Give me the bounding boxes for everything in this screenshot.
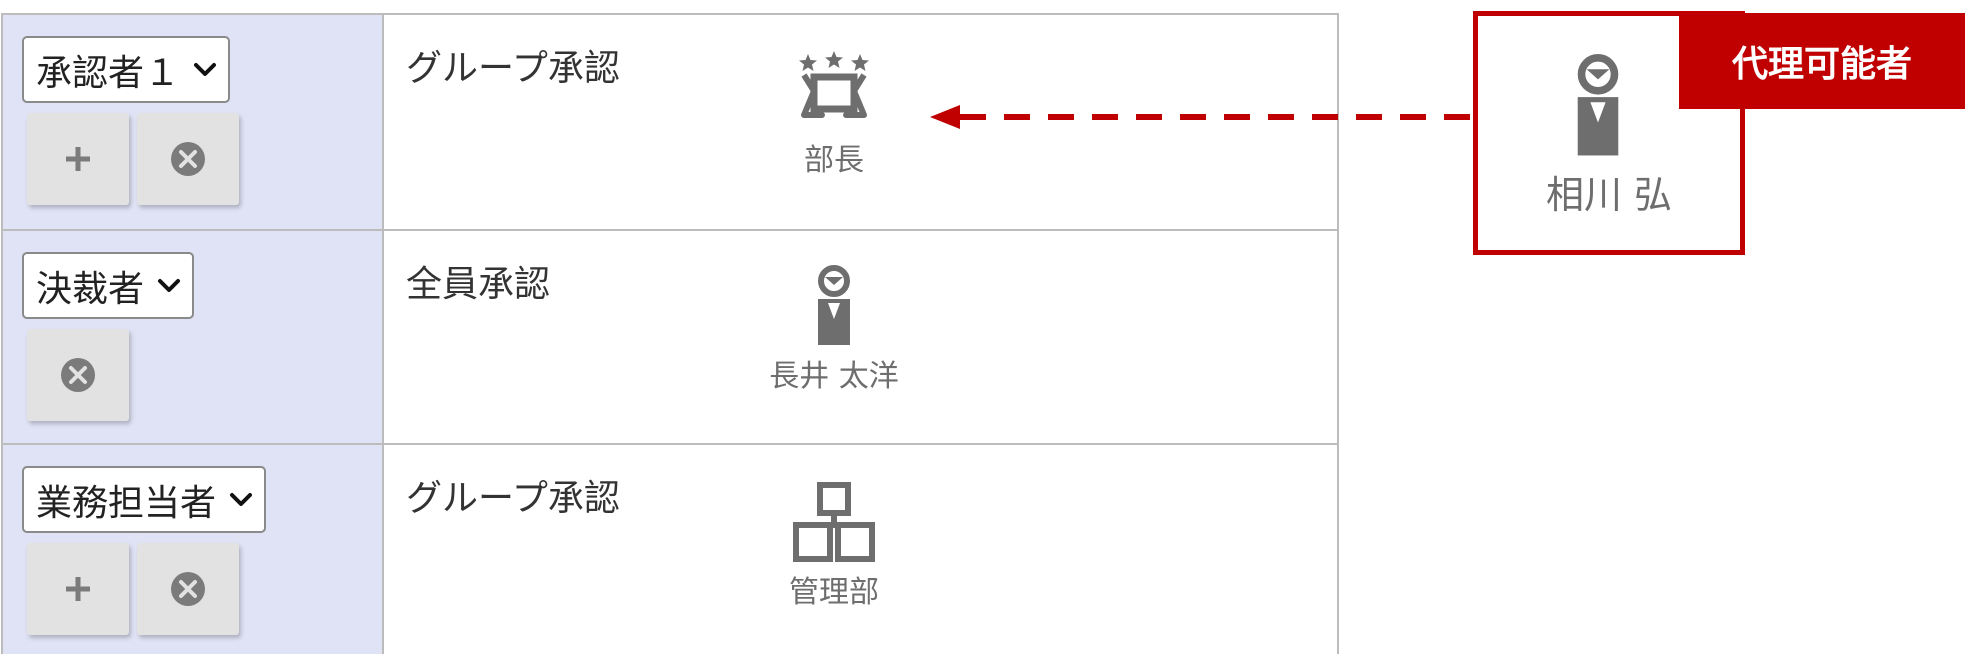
- remove-step-button[interactable]: [137, 113, 239, 205]
- remove-step-button[interactable]: [137, 543, 239, 635]
- role-select[interactable]: 決裁者: [22, 252, 195, 319]
- approver-name: 管理部: [789, 575, 879, 610]
- remove-step-button[interactable]: [27, 329, 129, 421]
- proxy-arrow: [930, 105, 1473, 129]
- approval-type-label: 全員承認: [406, 264, 551, 305]
- chevron-down-icon: [194, 62, 217, 76]
- role-select-value: 承認者１: [36, 52, 181, 94]
- approval-step-row: 承認者１ グループ承認: [3, 15, 1337, 229]
- add-approver-button[interactable]: [27, 543, 129, 635]
- approval-route-table: 承認者１ グループ承認: [1, 13, 1339, 654]
- approver-item[interactable]: 管理部: [764, 481, 904, 611]
- role-cell: 業務担当者: [3, 445, 384, 654]
- role-cell: 承認者１: [3, 15, 384, 229]
- role-select[interactable]: 承認者１: [22, 36, 231, 103]
- close-circle-icon: [61, 358, 95, 392]
- close-circle-icon: [171, 142, 205, 176]
- close-circle-icon: [171, 572, 205, 606]
- person-icon: [1577, 54, 1619, 156]
- proxy-approver-box[interactable]: 相川 弘: [1473, 11, 1745, 255]
- role-cell: 決裁者: [3, 231, 384, 443]
- approver-cell: グループ承認 管理部: [384, 445, 1337, 654]
- chevron-down-icon: [158, 278, 181, 292]
- approval-type-label: グループ承認: [406, 478, 620, 519]
- approval-step-row: 決裁者 全員承認 長井 太洋: [3, 229, 1337, 443]
- approver-cell: 全員承認 長井 太洋: [384, 231, 1337, 443]
- role-select-value: 決裁者: [36, 268, 145, 310]
- approver-item[interactable]: 長井 太洋: [764, 265, 904, 395]
- approver-name: 部長: [804, 143, 864, 178]
- role-select-value: 業務担当者: [36, 482, 217, 524]
- approver-cell: グループ承認 部長: [384, 15, 1337, 229]
- organization-icon: [793, 482, 875, 562]
- person-icon: [818, 265, 850, 345]
- role-select[interactable]: 業務担当者: [22, 466, 267, 533]
- approval-type-label: グループ承認: [406, 48, 620, 89]
- manager-stars-icon: [799, 51, 869, 118]
- approver-name: 長井 太洋: [769, 359, 899, 394]
- plus-icon: [66, 147, 90, 171]
- approval-step-row: 業務担当者 グループ承認 管理部: [3, 443, 1337, 654]
- proxy-approver-name: 相川 弘: [1545, 173, 1673, 217]
- approver-item[interactable]: 部長: [764, 51, 904, 179]
- chevron-down-icon: [230, 492, 253, 506]
- add-approver-button[interactable]: [27, 113, 129, 205]
- plus-icon: [66, 577, 90, 601]
- proxy-badge: 代理可能者: [1679, 13, 1965, 109]
